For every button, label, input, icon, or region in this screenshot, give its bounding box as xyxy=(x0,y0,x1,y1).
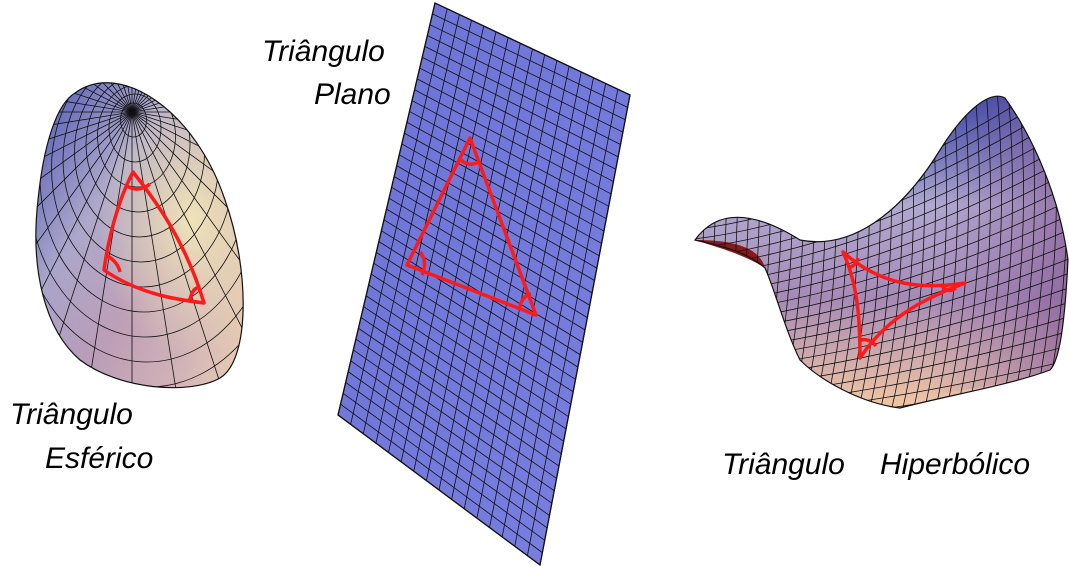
hyperbolic-label-line2: Hiperbólico xyxy=(880,450,1030,480)
mesh-line xyxy=(132,62,448,112)
mesh-line xyxy=(690,404,1069,449)
mesh-line xyxy=(713,90,738,420)
flat-label-line2: Plano xyxy=(314,80,391,110)
flat-label-line1: Triângulo xyxy=(262,37,385,67)
mesh-line xyxy=(702,90,727,420)
spherical-label-line2: Esférico xyxy=(45,444,153,474)
hyperbolic-surface xyxy=(680,70,1069,458)
mesh-line xyxy=(132,0,277,112)
mesh-line xyxy=(691,90,716,420)
hyperbolic-label-line1: Triângulo xyxy=(722,450,845,480)
mesh-line xyxy=(680,90,705,420)
spherical-label-line1: Triângulo xyxy=(10,400,133,430)
